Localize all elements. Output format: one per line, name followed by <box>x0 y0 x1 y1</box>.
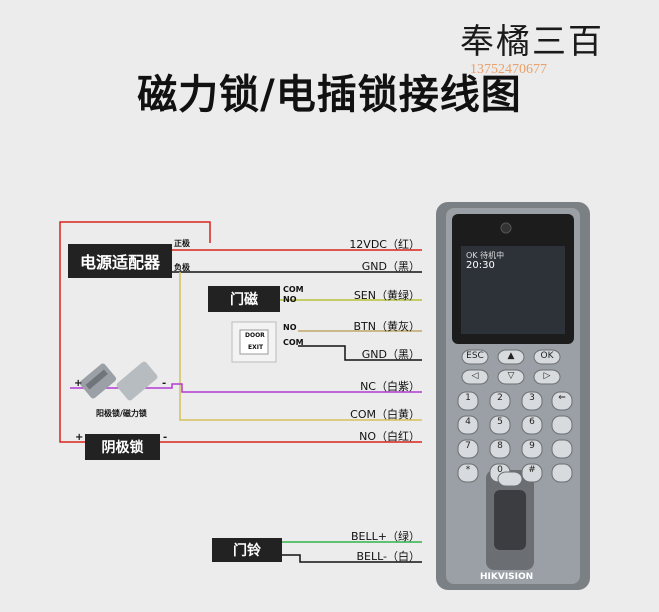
keypad-key-label: # <box>528 465 536 475</box>
keypad-key-label: ▷ <box>543 371 551 381</box>
door-sensor-box: 门磁 <box>208 286 280 312</box>
wire-label-gnd-2: GND（黑） <box>361 348 420 361</box>
exit-button-door-text: DOOR <box>245 332 265 339</box>
cathode-plus-mark: + <box>75 432 84 443</box>
keypad-key-label: 0 <box>497 465 503 475</box>
magnetic-lock-graphic <box>79 361 158 401</box>
exit-button-no-label: NO <box>283 323 297 332</box>
keypad-key-label: OK <box>540 351 554 361</box>
wire-com-yellow <box>179 272 422 421</box>
keypad-key-label: 8 <box>497 441 503 451</box>
wire-label-bell-plus: BELL+（绿） <box>351 530 420 543</box>
power-positive-label: 正极 <box>174 239 190 248</box>
keypad-key[interactable] <box>457 415 479 435</box>
keypad-key-label: ▽ <box>507 371 515 381</box>
keypad-key[interactable] <box>457 391 479 411</box>
keypad <box>457 349 573 487</box>
keypad-key[interactable] <box>521 439 543 459</box>
exit-button-graphic <box>231 321 277 363</box>
keypad-key-label: ⇐ <box>558 393 566 403</box>
keypad-key[interactable] <box>521 415 543 435</box>
power-adapter-box: 电源适配器 <box>68 244 172 278</box>
keypad-key-label: 2 <box>497 393 503 403</box>
keypad-key[interactable] <box>551 463 573 483</box>
keypad-key[interactable] <box>533 369 561 385</box>
wire-label-nc: NC（白紫） <box>360 380 420 393</box>
keypad-key[interactable] <box>551 415 573 435</box>
device-screen-time: 20:30 <box>466 260 495 271</box>
keypad-key[interactable] <box>533 349 561 365</box>
keypad-key-label: 5 <box>497 417 503 427</box>
keypad-key[interactable] <box>457 463 479 483</box>
keypad-key[interactable] <box>489 415 511 435</box>
keypad-key[interactable] <box>521 463 543 483</box>
keypad-key[interactable] <box>551 439 573 459</box>
door-sensor-no-label: NO <box>283 295 297 304</box>
brand-phone: 13752470677 <box>470 62 547 77</box>
keypad-key[interactable] <box>461 349 489 365</box>
power-negative-label: 负极 <box>174 263 190 272</box>
keypad-key[interactable] <box>551 391 573 411</box>
wire-label-sen: SEN（黄绿） <box>353 289 420 302</box>
device-brand: HIKVISION <box>480 572 534 582</box>
wire-nc <box>70 383 422 393</box>
wire-gnd-exit <box>298 345 422 361</box>
keypad-key-label: 4 <box>465 417 471 427</box>
keypad-key[interactable] <box>457 439 479 459</box>
wire-bell-minus <box>280 554 422 563</box>
access-terminal <box>436 202 590 590</box>
wire-label-12vdc: 12VDC（红） <box>349 238 420 251</box>
keypad-key[interactable] <box>497 369 525 385</box>
wire-red-loop <box>59 221 211 443</box>
lock-plus-mark: + <box>74 378 83 389</box>
keypad-key[interactable] <box>497 349 525 365</box>
keypad-key-label: 7 <box>465 441 471 451</box>
keypad-key-label: ESC <box>466 351 484 361</box>
door-sensor-com-label: COM <box>283 285 304 294</box>
cathode-lock-box: 阴极锁 <box>85 434 160 460</box>
keypad-key[interactable] <box>461 369 489 385</box>
keypad-key-label: 9 <box>529 441 535 451</box>
device-screen-status: OK 待机中 <box>466 251 505 260</box>
lock-minus-mark: - <box>162 378 167 389</box>
keypad-key-label: 6 <box>529 417 535 427</box>
brand-signature: 奉橘三百 <box>460 22 604 62</box>
keypad-key-label: ▲ <box>507 351 515 361</box>
keypad-key[interactable] <box>489 439 511 459</box>
cathode-minus-mark: - <box>163 432 168 443</box>
wire-label-bell-minus: BELL-（白） <box>356 550 420 563</box>
lock-caption: 阳极锁/磁力锁 <box>96 409 147 418</box>
wire-label-gnd-1: GND（黑） <box>361 260 420 273</box>
wire-label-no: NO（白红） <box>359 430 420 443</box>
wire-label-btn: BTN（黄灰） <box>353 320 421 333</box>
keypad-key-label: * <box>465 465 471 475</box>
keypad-key[interactable] <box>521 391 543 411</box>
keypad-key[interactable] <box>489 391 511 411</box>
keypad-key-label: 3 <box>529 393 535 403</box>
keypad-key-label: 1 <box>465 393 471 403</box>
keypad-key-label: ◁ <box>471 371 479 381</box>
keypad-key[interactable] <box>497 471 523 487</box>
doorbell-box: 门铃 <box>212 538 282 562</box>
exit-button-exit-text: EXIT <box>248 344 264 351</box>
page-title: 磁力锁/电插锁接线图 <box>137 72 522 118</box>
exit-button-com-label: COM <box>283 338 304 347</box>
wire-label-com: COM（白黄） <box>350 408 420 421</box>
